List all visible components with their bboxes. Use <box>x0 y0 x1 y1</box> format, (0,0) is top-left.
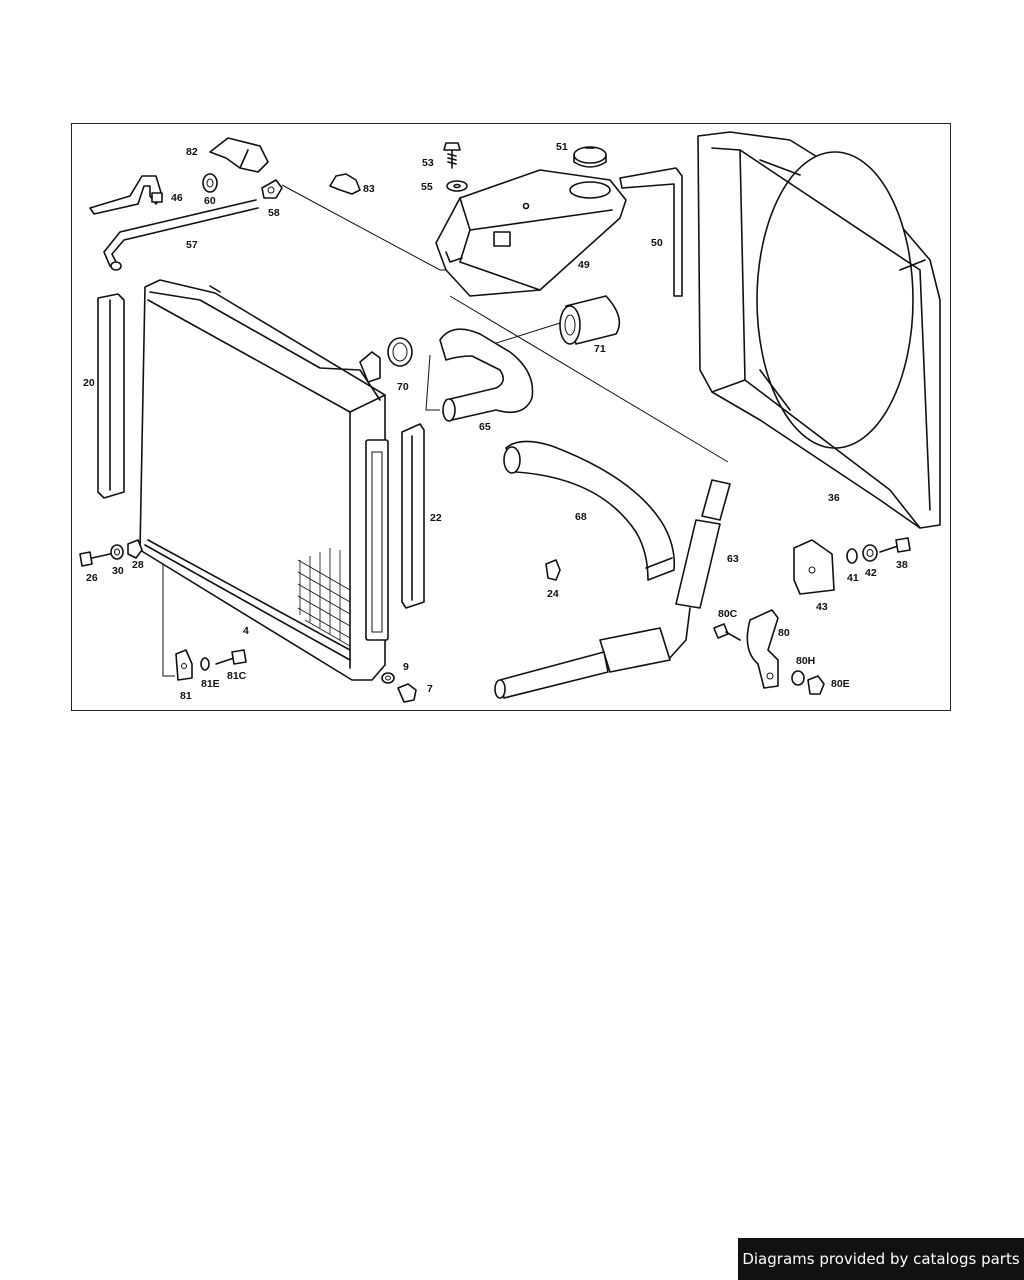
washer-80H-part[interactable] <box>791 670 805 686</box>
clip-58-part[interactable] <box>261 179 283 199</box>
label-81: 81 <box>180 690 192 702</box>
bracket-80-part[interactable] <box>746 609 779 689</box>
label-38: 38 <box>896 559 908 571</box>
radiator-part[interactable] <box>139 279 389 681</box>
hose-50-part[interactable] <box>619 167 683 297</box>
label-46: 46 <box>171 192 183 204</box>
washer-42-part[interactable] <box>862 544 878 562</box>
label-80C: 80C <box>718 608 738 620</box>
label-36: 36 <box>828 492 840 504</box>
label-50: 50 <box>651 237 663 249</box>
hose-71-part[interactable] <box>559 295 621 345</box>
label-7: 7 <box>427 683 433 695</box>
cap-51-part[interactable] <box>573 146 607 168</box>
hose-68-part[interactable] <box>503 440 676 581</box>
label-80: 80 <box>778 627 790 639</box>
bracket-22-part[interactable] <box>401 423 425 609</box>
hose-65-part[interactable] <box>439 328 534 422</box>
clip-24-part[interactable] <box>545 559 561 581</box>
bolt-26-part[interactable] <box>79 551 111 567</box>
label-80H: 80H <box>796 655 815 667</box>
bolt-38-part[interactable] <box>879 537 911 553</box>
clip-83-part[interactable] <box>329 173 361 195</box>
bolt-81C-part[interactable] <box>215 649 247 665</box>
label-53: 53 <box>422 157 434 169</box>
grommet-60-part[interactable] <box>202 173 218 193</box>
label-28: 28 <box>132 559 144 571</box>
radiator-core-grid <box>297 548 351 647</box>
label-81E: 81E <box>201 678 220 690</box>
label-30: 30 <box>112 565 124 577</box>
bracket-81-part[interactable] <box>175 649 193 681</box>
part-labels: 82 46 60 58 57 83 53 55 51 49 50 20 70 7… <box>83 141 908 702</box>
pipe-63-part[interactable] <box>494 479 731 699</box>
washer-81E-part[interactable] <box>200 657 210 671</box>
washer-9-part[interactable] <box>381 672 395 684</box>
footer-text: Diagrams provided by catalogs parts <box>742 1250 1020 1268</box>
nut-80E-part[interactable] <box>807 675 825 695</box>
bolt-53-part[interactable] <box>443 142 461 169</box>
label-80E: 80E <box>831 678 850 690</box>
label-65: 65 <box>479 421 491 433</box>
washer-41-part[interactable] <box>846 548 858 564</box>
label-58: 58 <box>268 207 280 219</box>
label-55: 55 <box>421 181 433 193</box>
label-82: 82 <box>186 146 198 158</box>
footer-banner: Diagrams provided by catalogs parts <box>738 1238 1024 1280</box>
strap-46-part[interactable] <box>89 175 163 215</box>
hose-clamp-70-part[interactable] <box>387 337 413 367</box>
label-20: 20 <box>83 377 95 389</box>
bracket-20-part[interactable] <box>97 293 125 499</box>
label-60: 60 <box>204 195 216 207</box>
label-41: 41 <box>847 572 859 584</box>
clamp-82-part[interactable] <box>209 137 269 173</box>
label-22: 22 <box>430 512 442 524</box>
washer-55-part[interactable] <box>446 180 468 192</box>
label-26: 26 <box>86 572 98 584</box>
label-42: 42 <box>865 567 877 579</box>
label-83: 83 <box>363 183 375 195</box>
washer-30-part[interactable] <box>110 544 124 560</box>
nut-7-part[interactable] <box>397 683 417 703</box>
label-68: 68 <box>575 511 587 523</box>
bracket-43-part[interactable] <box>793 539 835 595</box>
label-43: 43 <box>816 601 828 613</box>
label-57: 57 <box>186 239 198 251</box>
label-81C: 81C <box>227 670 247 682</box>
label-9: 9 <box>403 661 409 673</box>
label-4: 4 <box>243 625 249 637</box>
hose-57-part[interactable] <box>103 199 259 271</box>
label-51: 51 <box>556 141 568 153</box>
nut-28-part[interactable] <box>127 539 143 559</box>
label-49: 49 <box>578 259 590 271</box>
expansion-tank-part[interactable] <box>435 169 627 297</box>
label-70: 70 <box>397 381 409 393</box>
label-24: 24 <box>547 588 559 600</box>
fan-shroud-part[interactable] <box>697 131 941 529</box>
label-71: 71 <box>594 343 606 355</box>
label-63: 63 <box>727 553 739 565</box>
bolt-80C-part[interactable] <box>713 623 741 641</box>
